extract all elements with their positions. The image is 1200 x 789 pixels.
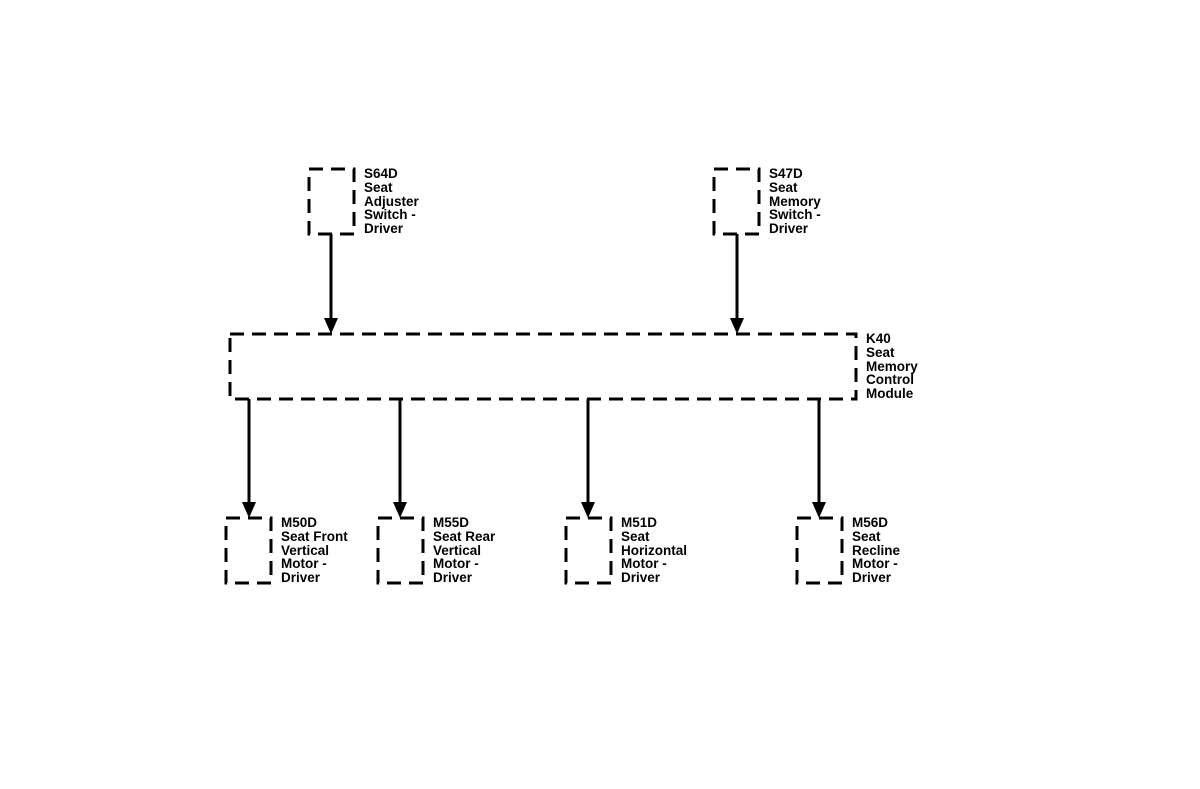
label-line: Driver — [769, 221, 809, 236]
label-line: S64D — [364, 166, 398, 181]
label-line: Switch - — [364, 207, 416, 222]
label-line: M55D — [433, 515, 469, 530]
arrowhead-k40-m50d — [242, 502, 256, 518]
label-line: Switch - — [769, 207, 821, 222]
label-line: Memory — [866, 359, 918, 374]
component-box-m51d — [564, 516, 613, 585]
label-line: Module — [866, 386, 914, 401]
label-line: Adjuster — [364, 194, 420, 209]
label-line: M56D — [852, 515, 888, 530]
component-label-m50d: M50D Seat Front Vertical Motor - Driver — [281, 515, 352, 585]
component-box-s64d — [307, 167, 356, 236]
label-line: Motor - — [621, 556, 667, 571]
component-box-m50d — [224, 516, 273, 585]
component-box-m56d — [795, 516, 844, 585]
arrowhead-s64d-k40 — [324, 318, 338, 334]
component-box-k40 — [228, 332, 858, 401]
label-line: Driver — [852, 570, 892, 585]
arrowhead-k40-m55d — [393, 502, 407, 518]
component-label-m51d: M51D Seat Horizontal Motor - Driver — [621, 515, 691, 585]
label-line: Vertical — [433, 543, 481, 558]
component-label-s64d: S64D Seat Adjuster Switch - Driver — [364, 166, 423, 236]
label-line: Seat — [852, 529, 881, 544]
label-line: Motor - — [281, 556, 327, 571]
label-line: Driver — [364, 221, 404, 236]
label-line: S47D — [769, 166, 803, 181]
label-line: Seat — [769, 180, 798, 195]
component-box-m55d — [376, 516, 425, 585]
component-label-m55d: M55D Seat Rear Vertical Motor - Driver — [433, 515, 499, 585]
label-line: Driver — [281, 570, 321, 585]
label-line: Driver — [621, 570, 661, 585]
label-line: Recline — [852, 543, 901, 558]
label-line: Seat Rear — [433, 529, 496, 544]
label-line: Memory — [769, 194, 821, 209]
arrowhead-k40-m51d — [581, 502, 595, 518]
label-line: Horizontal — [621, 543, 687, 558]
arrowhead-s47d-k40 — [730, 318, 744, 334]
component-label-k40: K40 Seat Memory Control Module — [866, 331, 922, 401]
label-line: M50D — [281, 515, 317, 530]
label-line: Motor - — [433, 556, 479, 571]
label-line: Seat — [621, 529, 650, 544]
label-line: M51D — [621, 515, 657, 530]
label-line: Control — [866, 372, 914, 387]
component-label-m56d: M56D Seat Recline Motor - Driver — [852, 515, 904, 585]
label-line: Vertical — [281, 543, 329, 558]
arrowhead-k40-m56d — [812, 502, 826, 518]
component-label-s47d: S47D Seat Memory Switch - Driver — [769, 166, 825, 236]
label-line: Seat — [364, 180, 393, 195]
label-line: Motor - — [852, 556, 898, 571]
label-line: Seat — [866, 345, 895, 360]
label-line: K40 — [866, 331, 891, 346]
label-line: Seat Front — [281, 529, 348, 544]
label-line: Driver — [433, 570, 473, 585]
component-box-s47d — [712, 167, 761, 236]
